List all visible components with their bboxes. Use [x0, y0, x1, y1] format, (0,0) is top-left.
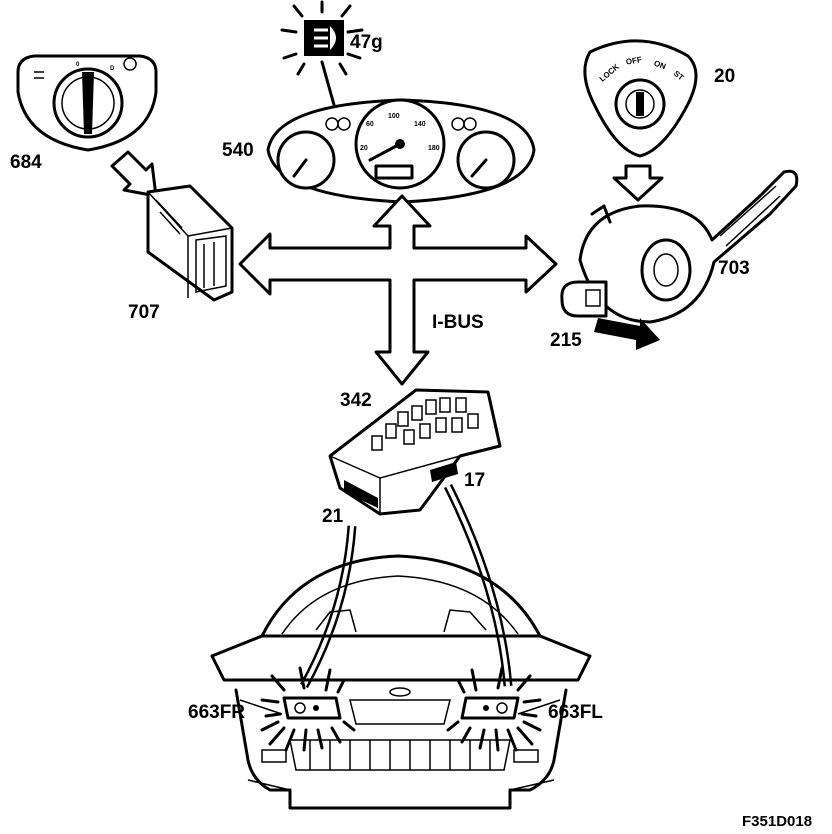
svg-text:60: 60: [366, 121, 374, 128]
ignition-switch: LOCK OFF ON ST: [583, 39, 698, 158]
label-215: 215: [550, 330, 582, 351]
label-707: 707: [128, 302, 160, 323]
label-342: 342: [340, 390, 372, 411]
label-663fl: 663FL: [548, 702, 603, 723]
svg-text:140: 140: [414, 121, 426, 128]
body-control-module: [146, 184, 234, 302]
headlamp-switch: 0 D: [16, 54, 158, 152]
label-684: 684: [10, 152, 42, 173]
wire-harness: [300, 483, 513, 689]
svg-text:20: 20: [360, 145, 368, 152]
fuse-box: [328, 388, 502, 516]
stalk-control: [560, 280, 660, 350]
svg-text:D: D: [110, 66, 115, 72]
figure-code: F351D018: [742, 813, 812, 830]
svg-text:180: 180: [428, 145, 440, 152]
car-front: [210, 554, 592, 810]
label-20: 20: [714, 66, 735, 87]
bus-label: I-BUS: [432, 312, 484, 333]
steering-column-switch: [578, 169, 799, 324]
label-47g: 47g: [350, 32, 383, 53]
arrow-ignition-to-switch: [612, 164, 664, 202]
label-17: 17: [464, 470, 485, 491]
headlamp-right: [260, 666, 356, 752]
arrow-switch-to-bcm: [110, 150, 158, 198]
ignition-pos-on: ON: [653, 59, 668, 72]
ibus-arrows: [238, 194, 558, 386]
label-21: 21: [322, 506, 344, 527]
svg-text:0: 0: [76, 62, 80, 68]
label-703: 703: [718, 258, 750, 279]
label-540: 540: [222, 140, 254, 161]
svg-text:100: 100: [388, 113, 400, 120]
headlamp-left: [446, 666, 542, 752]
label-663fr: 663FR: [188, 702, 245, 723]
indicator-lamp: [280, 0, 364, 114]
ignition-pos-off: OFF: [625, 55, 642, 67]
instrument-cluster: 60 100 140 20 180: [266, 98, 536, 204]
